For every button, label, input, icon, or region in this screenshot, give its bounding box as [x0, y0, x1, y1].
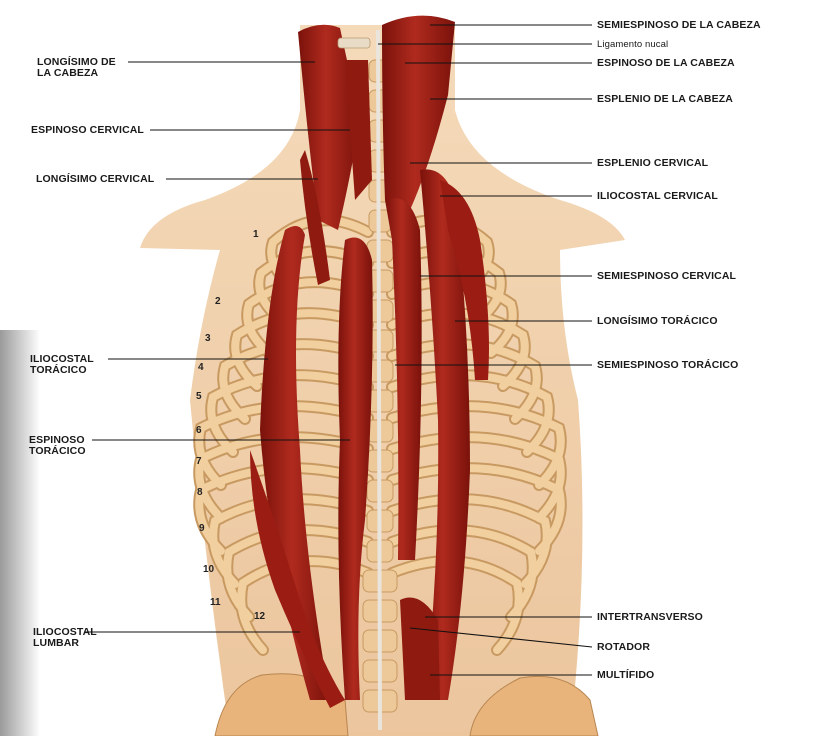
label-line: LA CABEZA	[37, 67, 99, 79]
rib-right	[388, 247, 505, 324]
label-multifido: MULTÍFIDO	[597, 669, 655, 681]
muscle-espinoso-toracico	[338, 237, 373, 700]
rib-right	[388, 340, 541, 423]
rib-right	[388, 278, 517, 357]
rib-number-2: 2	[215, 296, 221, 307]
rib-left	[195, 433, 372, 522]
rib-right	[388, 433, 565, 522]
rib-number-9: 9	[199, 523, 205, 534]
rib-left	[231, 309, 372, 390]
rib-right	[388, 309, 529, 390]
rib-left	[207, 371, 372, 456]
muscle-multifido	[400, 597, 440, 700]
muscle-semiespinoso-toracico	[385, 198, 422, 560]
rib-right	[388, 402, 565, 489]
ligamento-nucal-shape	[337, 37, 371, 49]
label-longisimo-toracico: LONGÍSIMO TORÁCICO	[597, 315, 718, 327]
rib-left	[219, 340, 372, 423]
label-line: TORÁCICO	[29, 445, 86, 457]
muscle-longisimo-toracico	[420, 169, 470, 700]
rib-number-6: 6	[196, 425, 202, 436]
rib-left	[223, 526, 372, 621]
muscle-iliocostal-cervical	[440, 180, 489, 380]
rib-number-1: 1	[253, 229, 259, 240]
rib-number-3: 3	[205, 333, 211, 344]
label-line: TORÁCICO	[30, 364, 87, 376]
label-espinoso-cabeza: ESPINOSO DE LA CABEZA	[597, 57, 735, 69]
label-semiespinoso-cabeza: SEMIESPINOSO DE LA CABEZA	[597, 19, 761, 31]
label-line: LONGÍSIMO CERVICAL	[36, 173, 155, 185]
label-rotador: ROTADOR	[597, 641, 650, 653]
muscle-espinoso-cervical	[345, 60, 372, 200]
rib-left	[237, 557, 372, 654]
rib-right	[388, 464, 565, 555]
label-ligamento-nucal: Ligamento nucal	[597, 39, 669, 50]
label-iliocostal-toracico: ILIOCOSTAL TORÁCICO	[30, 354, 94, 376]
label-line: ESPINOSO CERVICAL	[31, 124, 144, 136]
label-semiespinoso-toracico: SEMIESPINOSO TORÁCICO	[597, 359, 739, 371]
rib-number-8: 8	[197, 487, 203, 498]
rib-left	[195, 402, 372, 489]
rib-number-5: 5	[196, 391, 202, 402]
muscle-iliocostal-toracico	[260, 226, 330, 700]
label-espinoso-cervical: ESPINOSO CERVICAL	[31, 125, 144, 136]
muscle-esplenio-cabeza	[382, 15, 455, 211]
label-intertransverso: INTERTRANSVERSO	[597, 611, 703, 623]
pelvis-right	[469, 675, 599, 736]
rib-left	[243, 278, 372, 357]
muscle-longisimo-cervical	[300, 150, 330, 285]
rib-right	[388, 526, 537, 621]
label-espinoso-toracico: ESPINOSO TORÁCICO	[29, 435, 86, 457]
label-longisimo-cervical: LONGÍSIMO CERVICAL	[36, 174, 154, 185]
rib-number-7: 7	[196, 456, 202, 467]
rib-left	[255, 247, 372, 324]
scan-shadow	[0, 330, 40, 736]
label-esplenio-cervical: ESPLENIO CERVICAL	[597, 157, 709, 169]
label-semiespinoso-cervical: SEMIESPINOSO CERVICAL	[597, 270, 737, 282]
label-esplenio-cabeza: ESPLENIO DE LA CABEZA	[597, 93, 733, 105]
rib-left	[195, 464, 372, 555]
label-longisimo-cabeza: LONGÍSIMO DE LA CABEZA	[37, 57, 116, 79]
leader-rotador	[409, 627, 593, 648]
spinal-tendon-line	[376, 29, 382, 731]
rib-right	[388, 371, 553, 456]
label-iliocostal-lumbar: ILIOCOSTAL LUMBAR	[33, 627, 97, 649]
rib-right	[388, 557, 523, 654]
label-line: ILIOCOSTAL	[33, 626, 97, 638]
rib-right	[388, 495, 551, 588]
rib-number-4: 4	[198, 362, 204, 373]
rib-number-11: 11	[210, 597, 221, 608]
label-iliocostal-cervical: ILIOCOSTAL CERVICAL	[597, 190, 718, 202]
label-line: LONGÍSIMO DE	[37, 56, 116, 68]
label-line: ESPINOSO	[29, 434, 85, 446]
label-line: ILIOCOSTAL	[30, 353, 94, 365]
rib-number-10: 10	[203, 564, 215, 575]
rib-left	[209, 495, 372, 588]
label-line: LUMBAR	[33, 637, 80, 649]
rib-number-12: 12	[254, 611, 266, 622]
